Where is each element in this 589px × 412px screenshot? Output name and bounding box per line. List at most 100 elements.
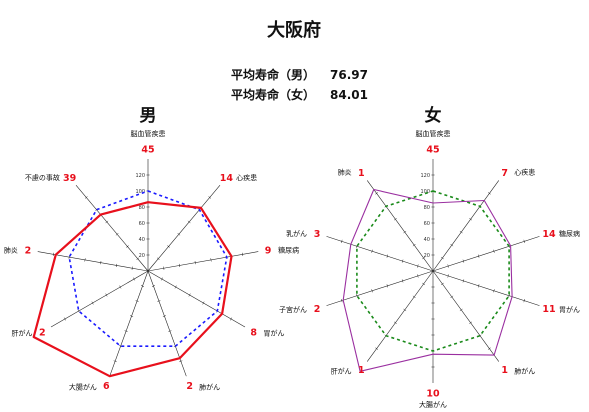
radar-male-spoke	[75, 185, 149, 272]
radar-male-tick-label: 60	[139, 221, 145, 227]
radar-male-rank: 14	[220, 173, 234, 184]
radar-male-spoke-tick	[126, 245, 129, 248]
radar-male-axis-label: 大腸がん	[69, 383, 97, 392]
radar-female-spoke-tick	[440, 282, 444, 286]
radar-female-spoke-tick	[487, 192, 491, 195]
life-expectancy-female-value: 84.01	[330, 88, 368, 102]
radar-female-spoke-tick	[447, 274, 449, 278]
radar-female-spoke-tick	[356, 294, 358, 298]
radar-male-series-line	[32, 201, 233, 378]
radar-female-spoke-tick	[508, 294, 510, 298]
radar-female-axis-label: 肝がん	[331, 367, 352, 376]
radar-male-spoke-tick	[63, 317, 66, 321]
radar-female-spoke	[326, 236, 434, 272]
radar-female-spoke-tick	[412, 295, 416, 299]
radar-female-tick-label: 20	[424, 253, 430, 259]
radar-female-spoke-tick	[440, 256, 444, 260]
radar-female-spoke-tick	[487, 347, 491, 350]
radar-female-spoke-tick	[393, 321, 397, 324]
radar-male-spoke-tick	[105, 220, 109, 224]
radar-female-rank: 1	[358, 365, 365, 376]
radar-female-spoke-tick	[523, 239, 526, 243]
radar-female-spoke	[366, 270, 434, 362]
radar-female-spoke-tick	[462, 279, 465, 283]
radar-male-axis-label: 脳血管疾患	[131, 129, 166, 138]
radar-male-spoke-tick	[167, 245, 170, 248]
radar-female-axis-label: 乳がん	[286, 229, 307, 238]
radar-male-spoke-tick	[210, 258, 212, 262]
radar-male-axis-label: 不慮の事故	[25, 173, 60, 182]
radar-male-rank: 6	[103, 381, 110, 392]
life-expectancy-male-label: 平均寿命（男）	[231, 67, 315, 82]
radar-male-spoke-tick	[168, 330, 172, 332]
radar-male-spoke-tick	[174, 285, 177, 289]
radar-female-spoke-tick	[371, 249, 373, 253]
radar-male-spoke-tick	[140, 285, 145, 287]
radar-male-spoke-tick	[130, 315, 134, 317]
radar-male-spoke-tick	[115, 233, 119, 236]
radar-male-tick-label: 80	[139, 205, 145, 211]
radar-female-series-line	[342, 188, 513, 372]
radar-female-axis-label: 胃がん	[559, 305, 580, 314]
radar-female-spoke	[432, 180, 500, 272]
radar-female-tick-label: 40	[424, 237, 430, 243]
radar-female-spoke	[432, 270, 500, 362]
radar-male-spoke-tick	[163, 266, 165, 270]
radar-male-spoke-tick	[113, 360, 117, 363]
radar-male-spoke-tick	[242, 252, 244, 256]
radar-male-axis-label: 心疾患	[236, 173, 257, 182]
radar-male-axis-label: 胃がん	[264, 329, 285, 338]
radar-female-spoke	[366, 180, 434, 272]
radar-male-spoke-tick	[179, 360, 183, 363]
radar-female-spoke-tick	[403, 308, 407, 312]
radar-male-tick-label: 120	[135, 173, 145, 179]
radar-male-spoke-tick	[136, 257, 140, 260]
radar-male-rank: 8	[250, 328, 257, 339]
radar-male-spoke-tick	[162, 315, 166, 317]
radar-female-tick-label: 60	[424, 221, 430, 227]
radar-female-rank: 1	[358, 168, 365, 179]
radar-male-rank: 2	[39, 328, 46, 339]
radar-male-axis-label: 肝がん	[12, 329, 33, 338]
radar-male-axis-label: 肺炎	[4, 247, 18, 255]
radar-female-spoke-tick	[447, 264, 449, 268]
radar-male-spoke-tick	[178, 263, 181, 268]
radar-female-axis-label: 大腸がん	[419, 400, 447, 409]
radar-male-spoke-tick	[84, 258, 86, 262]
radar-male-spoke-tick	[156, 257, 160, 260]
radar-female-tick-label: 120	[420, 173, 430, 179]
radar-male-spoke-tick	[177, 233, 181, 236]
radar-male-tick-label: 100	[135, 189, 145, 195]
radar-female-spoke-tick	[371, 289, 373, 293]
radar-male-tick-label: 40	[139, 237, 145, 243]
life-expectancy-male-value: 76.97	[330, 68, 368, 82]
radar-female-spoke-tick	[450, 243, 454, 247]
radar-female-spoke-tick	[375, 347, 379, 350]
radar-female-rank: 11	[542, 304, 555, 315]
radar-female-spoke-tick	[477, 254, 480, 258]
radar-male-rank: 2	[186, 381, 193, 392]
radar-female-spoke-tick	[422, 256, 426, 260]
radar-male-spoke-tick	[157, 300, 161, 302]
radar-female-tick-label: 100	[420, 189, 430, 195]
radar-male-spoke-tick	[135, 300, 139, 302]
radar-male-spoke-tick	[91, 301, 94, 305]
radar-male-spoke-tick	[187, 220, 191, 224]
radar-female-tick-label: 80	[424, 205, 430, 211]
radar-male-axis-label: 肺がん	[199, 383, 220, 392]
radar-female-spoke-tick	[375, 192, 379, 195]
radar-male-reference-line	[68, 190, 228, 348]
radar-male-spoke	[147, 251, 259, 272]
radar-male-spoke	[109, 270, 149, 377]
radar-male-spoke-tick	[124, 330, 128, 332]
radar-female-spoke-tick	[403, 230, 407, 234]
radar-male-spoke-tick	[230, 317, 233, 321]
radar-female-rank: 10	[426, 389, 440, 400]
radar-male-tick-label: 20	[139, 253, 145, 259]
radar-male-spoke-tick	[131, 266, 133, 270]
radar-female-spoke-tick	[386, 284, 389, 288]
radar-female-spoke-tick	[417, 274, 419, 278]
radar-female-spoke-tick	[340, 239, 343, 243]
radar-male-spoke-tick	[115, 263, 118, 268]
